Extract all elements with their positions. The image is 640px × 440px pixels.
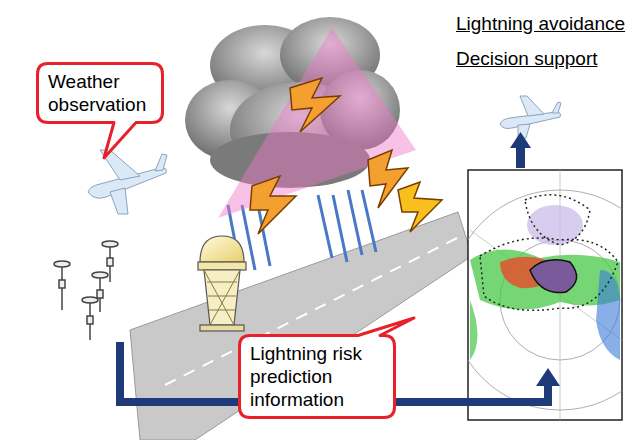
callout-bubble: Weather observation — [36, 62, 164, 124]
callout-text: Weather observation — [48, 70, 152, 116]
radar-beam — [218, 28, 416, 218]
airplane — [500, 96, 561, 138]
airplane — [88, 150, 167, 214]
bubble-shape — [240, 318, 415, 418]
heading-label: Decision support — [456, 48, 598, 70]
anemometers — [54, 241, 118, 340]
callout-bubble: Lightning risk prediction information — [238, 334, 396, 419]
radar-map — [450, 170, 640, 420]
heading-label: Lightning avoidance — [456, 13, 625, 35]
bubble-shape — [38, 64, 163, 159]
callout-text: Lightning risk prediction information — [250, 342, 384, 411]
lightning-bolts — [250, 78, 442, 234]
radar-tower — [198, 236, 246, 331]
